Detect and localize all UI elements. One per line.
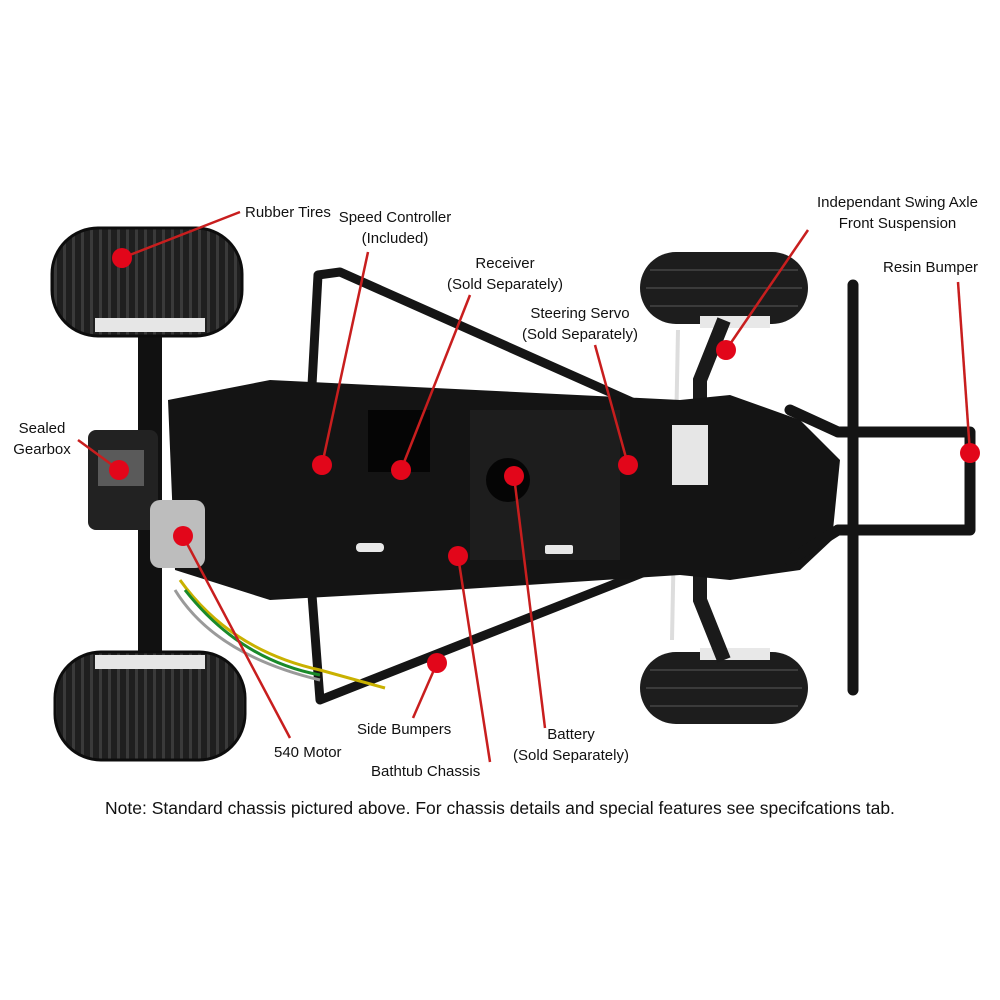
chassis-slot [545,545,573,554]
motor-wires [173,589,321,682]
label-sealed-gearbox: Sealed Gearbox [13,420,71,458]
servo-mount [672,425,708,485]
resin-bumper [784,279,976,696]
label-540-motor: 540 Motor [274,744,342,761]
label-receiver: Receiver (Sold Separately) [447,255,563,293]
rear-left-tire [50,226,244,338]
marker-steering-servo [618,455,638,475]
motor-wires [183,589,321,677]
label-bathtub-chassis: Bathtub Chassis [371,763,481,780]
marker-resin-bumper [960,443,980,463]
marker-side-bumpers [427,653,447,673]
label-steering-servo: Steering Servo (Sold Separately) [522,305,638,343]
label-rubber-tires: Rubber Tires [245,204,331,221]
front-left-tire [640,252,808,328]
marker-speed-controller [312,455,332,475]
label-speed-controller: Speed Controller (Included) [338,209,452,247]
marker-battery [504,466,524,486]
label-front-suspension: Independant Swing Axle Front Suspension [817,194,978,232]
side-bumper [307,565,652,705]
label-battery: Battery (Sold Separately) [513,726,629,764]
marker-motor [173,526,193,546]
marker-bathtub-chassis [448,546,468,566]
marker-front-suspension [716,340,736,360]
marker-gearbox [109,460,129,480]
chassis-slot [356,543,384,552]
footnote: Note: Standard chassis pictured above. F… [105,798,895,818]
callout-markers [109,248,980,673]
motor-wires [178,579,386,690]
marker-rubber-tires [112,248,132,268]
marker-receiver [391,460,411,480]
leader-lines [77,210,972,763]
label-side-bumpers: Side Bumpers [357,721,452,738]
roll-bar [307,267,652,415]
rear-right-tire [53,650,247,762]
label-resin-bumper: Resin Bumper [883,259,979,276]
